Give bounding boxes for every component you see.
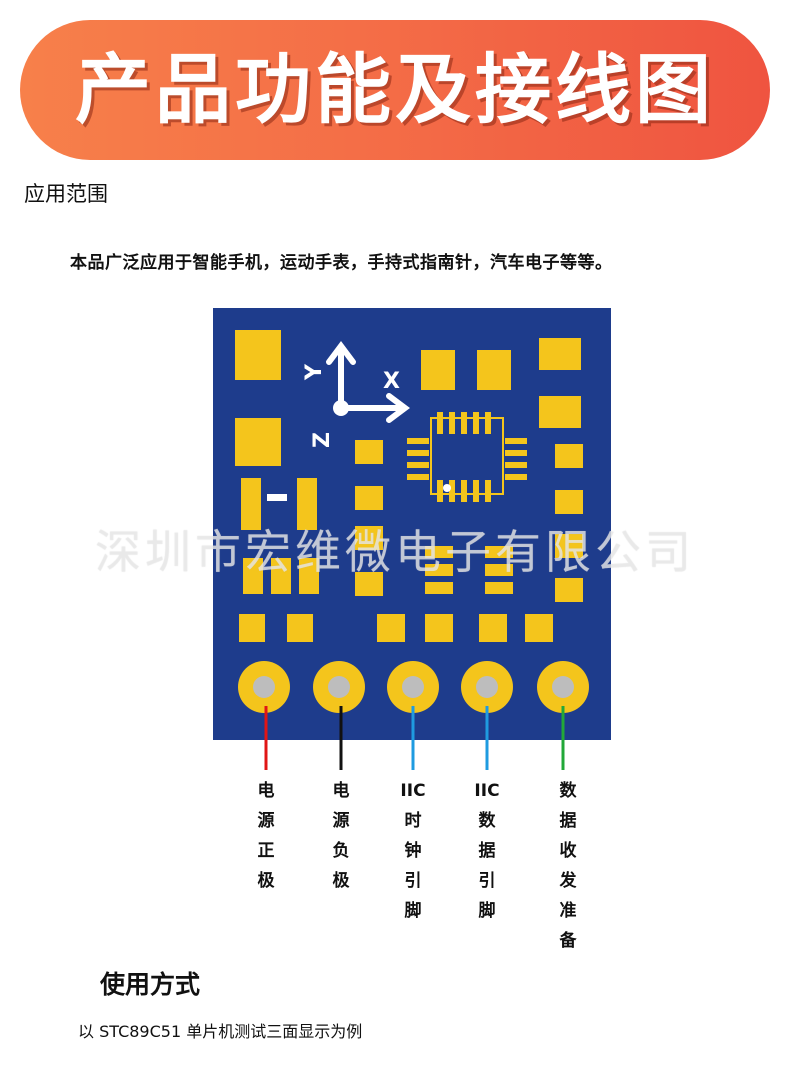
company-watermark: 深圳市宏维微电子有限公司 xyxy=(95,525,695,579)
pad-group xyxy=(235,330,583,642)
pcb-board: Y X Z xyxy=(213,308,611,740)
axis-y-label: Y xyxy=(302,363,327,381)
title-banner: 产品功能及接线图 xyxy=(20,20,770,160)
usage-description: 以 STC89C51 单片机测试三面显示为例 xyxy=(78,1022,363,1041)
axis-z-label: Z xyxy=(310,432,335,448)
axis-x-label: X xyxy=(383,369,400,394)
chip-footprint xyxy=(407,412,527,502)
pin-label-power-positive: 电源 正极 xyxy=(257,781,275,891)
pin-wires xyxy=(264,706,565,770)
scope-heading: 应用范围 xyxy=(24,182,108,206)
pin-label-power-negative: 电源 负极 xyxy=(332,781,350,891)
page-title: 产品功能及接线图 xyxy=(75,45,715,134)
axis-indicator xyxy=(326,341,410,423)
through-hole-pins xyxy=(238,661,589,713)
pin-label-data-ready: 数据 收发 准备 xyxy=(559,781,577,951)
module-board-image: Y X Z xyxy=(213,308,611,740)
scope-description: 本品广泛应用于智能手机，运动手表，手持式指南针，汽车电子等等。 xyxy=(70,253,613,273)
usage-heading: 使用方式 xyxy=(100,970,201,999)
